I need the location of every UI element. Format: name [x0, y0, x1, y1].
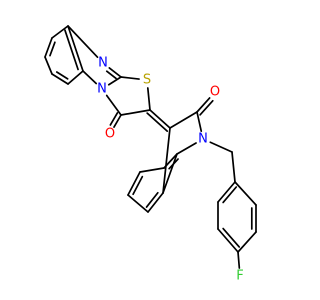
- atom-label-n4: N: [198, 132, 208, 147]
- bond-n1-c2-inner: [105, 70, 117, 80]
- bond-n4-ch2: [209, 141, 233, 153]
- bond-p1-p2: [217, 181, 236, 203]
- bond-a4-a5: [51, 73, 69, 85]
- bond-c7-o2-second: [199, 99, 214, 116]
- bond-p3-p4: [217, 228, 239, 253]
- bond-a2-a3-inner: [49, 41, 56, 57]
- bond-c5-n3: [105, 94, 122, 116]
- bond-p4-p5: [237, 231, 257, 253]
- bonds-layer: [44, 25, 257, 269]
- bond-a2-a3: [44, 37, 53, 58]
- bond-p3-p4-inner: [222, 227, 241, 248]
- bond-c2-n3: [107, 76, 122, 86]
- atom-label-o2: O: [210, 85, 220, 100]
- atom-label-f1: F: [236, 269, 243, 284]
- bond-a6-a1: [67, 25, 84, 72]
- bond-c4-c6-second: [146, 112, 169, 132]
- bond-c6-c7: [169, 111, 198, 129]
- bond-p4-f1: [237, 251, 241, 269]
- bond-s1-c4: [146, 87, 151, 111]
- bond-c5-o1-second: [109, 112, 119, 126]
- bond-b2-b3: [139, 167, 165, 173]
- bond-n4-b1: [176, 142, 197, 155]
- bond-b3-b4-inner: [132, 175, 144, 196]
- bond-p6-p1: [234, 181, 257, 206]
- bond-a5-a6: [67, 70, 84, 85]
- atom-label-n1: N: [98, 56, 108, 71]
- bond-a1-a2: [51, 25, 69, 39]
- bond-c2-s1: [120, 76, 140, 80]
- bond-a1-n1: [67, 25, 99, 59]
- bond-a4-a5-inner: [55, 71, 69, 80]
- bond-ch2-p1: [231, 151, 236, 183]
- bond-c4-c5: [120, 109, 151, 116]
- bond-c5-o1: [113, 114, 122, 128]
- atom-label-s1: S: [143, 73, 151, 88]
- bond-b5-b6-inner: [145, 191, 159, 208]
- bond-c7-o2: [196, 97, 211, 113]
- bond-b6-c6: [162, 127, 171, 194]
- bond-c7-n4: [196, 111, 203, 133]
- bond-b5-b6: [147, 192, 164, 213]
- bond-b3-b4: [127, 171, 141, 196]
- bond-n3-a6: [82, 70, 98, 85]
- bond-a6-a1-inner: [64, 29, 79, 71]
- bond-b6-b1: [162, 153, 178, 194]
- bond-c4-c6: [149, 109, 171, 129]
- bond-p1-p2-inner: [222, 186, 238, 204]
- bond-a3-a4: [44, 56, 53, 75]
- bond-b4-b5: [127, 194, 149, 213]
- atom-label-o1: O: [105, 127, 115, 142]
- bond-n1-c2: [108, 67, 122, 78]
- atom-label-n3: N: [97, 82, 107, 97]
